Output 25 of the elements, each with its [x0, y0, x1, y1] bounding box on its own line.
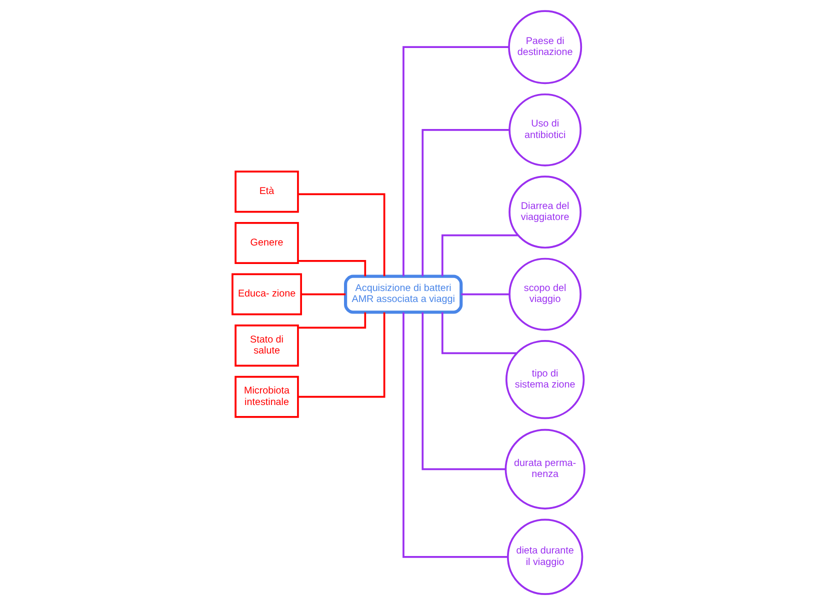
- node-box: Microbiota intestinale: [234, 376, 298, 418]
- node-box: Età: [234, 170, 298, 213]
- connector: [460, 293, 509, 296]
- node-circle: dieta durante il viaggio: [506, 518, 583, 595]
- connector: [440, 312, 516, 354]
- node-circle: tipo di sistema zione: [504, 340, 584, 420]
- node-box: Educa- zione: [231, 273, 302, 316]
- node-box: Stato di salute: [234, 324, 298, 367]
- connector: [298, 312, 385, 398]
- connector: [421, 312, 505, 470]
- connector: [298, 260, 366, 276]
- node-circle: durata perma- nenza: [504, 428, 585, 510]
- connector: [300, 293, 345, 296]
- node-box: Acquisizione di batteri AMR associata a viaggi: [344, 274, 462, 314]
- connector: [298, 193, 385, 276]
- node-circle: Paese di destinazione: [508, 10, 582, 84]
- node-box: Genere: [234, 222, 298, 264]
- node-circle: scopo del viaggio: [508, 258, 582, 331]
- node-circle: Uso di antibiotici: [508, 93, 582, 166]
- connector: [402, 46, 508, 276]
- node-circle: Diarrea del viaggiatore: [508, 176, 582, 249]
- connector: [440, 234, 518, 276]
- connector: [402, 312, 508, 558]
- connector: [298, 312, 366, 329]
- connector: [421, 128, 509, 276]
